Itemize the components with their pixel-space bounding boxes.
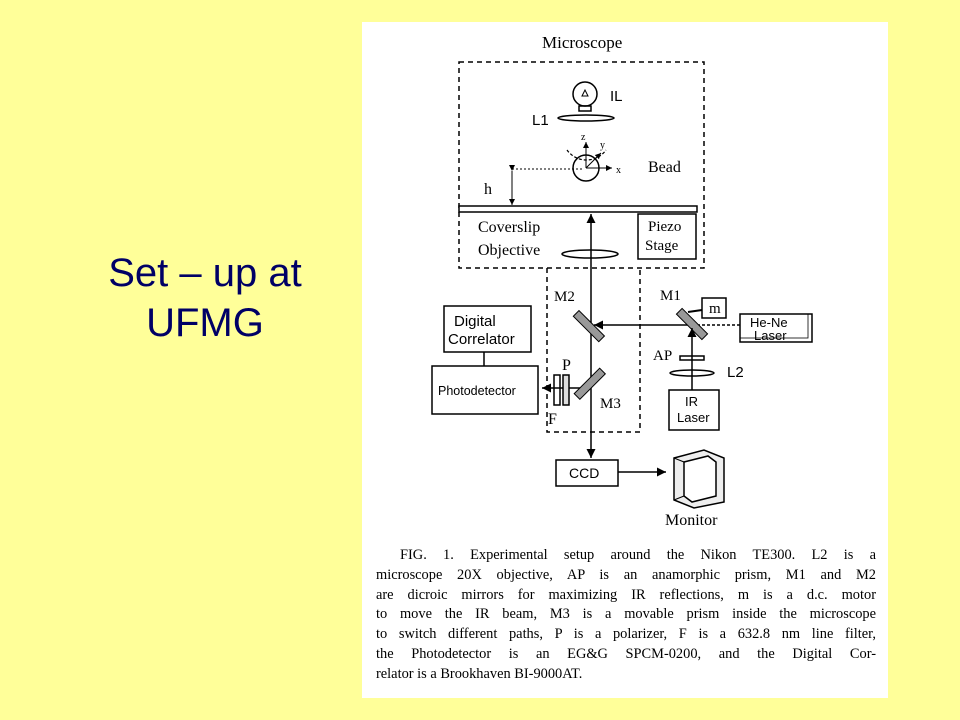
caption-line: to move the IR beam, M3 is a movable pri… — [376, 606, 876, 623]
label-l2: L2 — [727, 364, 744, 381]
label-objective: Objective — [478, 242, 540, 259]
label-photodetector: Photodetector — [438, 384, 516, 398]
label-he-ne: He-Ne — [750, 315, 788, 330]
label-bead: Bead — [648, 159, 681, 176]
slide-title-line2: UFMG — [146, 301, 264, 345]
label-f: F — [548, 411, 557, 428]
label-h: h — [484, 181, 492, 198]
mirror-m1 — [675, 307, 709, 341]
label-m2: M2 — [554, 289, 575, 305]
label-ir: IR — [685, 394, 698, 409]
label-coverslip: Coverslip — [478, 219, 540, 236]
lens-l2 — [669, 369, 715, 377]
polarizer-p — [562, 374, 570, 406]
slide-title: Set – up at UFMG — [60, 248, 350, 348]
coverslip — [458, 205, 698, 213]
label-correlator: Correlator — [448, 331, 515, 348]
caption-line: are dicroic mirrors for maximizing IR re… — [376, 586, 876, 603]
motor-m — [701, 297, 727, 319]
label-m: m — [709, 301, 721, 317]
anamorphic-prism — [679, 355, 705, 361]
label-p: P — [562, 357, 571, 374]
label-laser-bottom: Laser — [677, 410, 710, 425]
setup-figure: Microscope IL L1 z y x Bead h Coversl — [362, 22, 888, 698]
caption-line: to switch different paths, P is a polari… — [376, 626, 876, 643]
lens-objective — [561, 249, 619, 259]
photodetector — [431, 365, 539, 415]
label-ap: AP — [653, 348, 672, 364]
inner-dashed-box — [546, 268, 641, 433]
lamp-icon — [572, 81, 598, 112]
label-ccd: CCD — [569, 465, 599, 481]
label-laser-top: Laser — [754, 328, 787, 343]
lens-l1 — [557, 114, 615, 122]
caption-line: relator is a Brookhaven BI-9000AT. — [376, 665, 583, 682]
label-stage: Stage — [645, 238, 679, 254]
label-microscope: Microscope — [542, 33, 622, 52]
label-il: IL — [610, 88, 623, 105]
axis-z: z — [581, 132, 586, 143]
axis-y: y — [600, 140, 605, 151]
filter-f — [553, 374, 561, 406]
piezo-stage — [637, 213, 697, 260]
setup-diagram: Microscope IL L1 z y x Bead h Coversl — [431, 33, 813, 529]
prism-m3 — [573, 367, 607, 401]
caption-line: the Photodetector is an EG&G SPCM-0200, … — [376, 645, 876, 662]
ccd — [555, 459, 619, 487]
axis-x: x — [616, 165, 621, 176]
digital-correlator — [443, 305, 532, 353]
label-piezo: Piezo — [648, 219, 681, 235]
caption-line: microscope 20X objective, AP is an anamo… — [376, 566, 876, 583]
label-m1: M1 — [660, 288, 681, 304]
he-ne-laser-inner — [739, 313, 809, 339]
figure-caption: FIG. 1. Experimental setup around the Ni… — [376, 546, 876, 685]
label-l1: L1 — [532, 112, 549, 129]
label-digital: Digital — [454, 313, 496, 330]
label-monitor: Monitor — [665, 512, 718, 529]
mirror-m2 — [572, 309, 606, 343]
motor-arm — [687, 309, 703, 313]
monitor-icon — [673, 449, 725, 509]
caption-line: FIG. 1. Experimental setup around the Ni… — [400, 547, 876, 563]
ir-laser — [668, 389, 720, 431]
label-m3: M3 — [600, 396, 621, 412]
slide-title-line1: Set – up at — [108, 251, 302, 295]
bead-icon — [566, 142, 612, 182]
